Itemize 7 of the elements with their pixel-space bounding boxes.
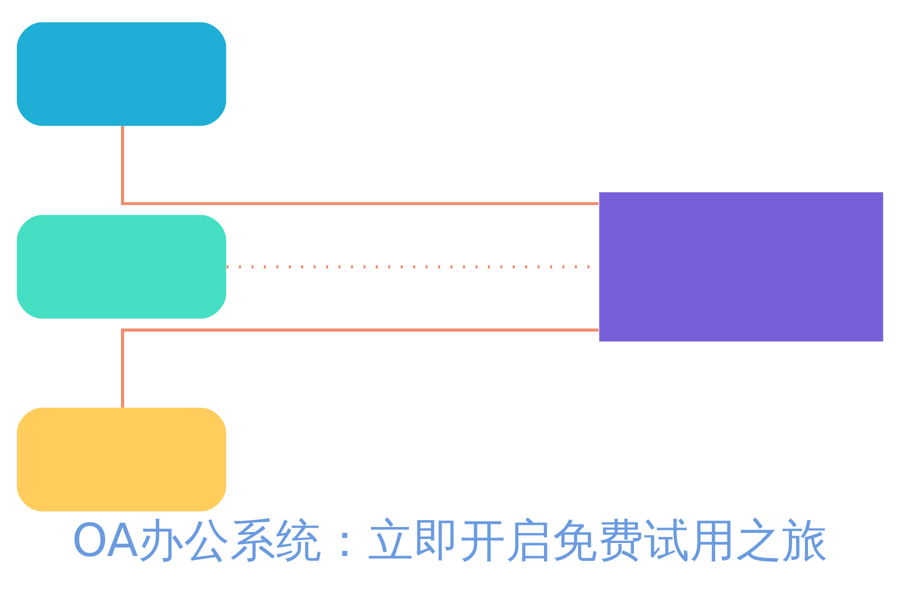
node-box <box>16 408 226 512</box>
node-box <box>16 22 226 126</box>
connector <box>121 328 598 408</box>
connector <box>121 126 598 206</box>
caption: OA办公系统：立即开启免费试用之旅 <box>72 514 828 568</box>
node-box <box>599 192 884 342</box>
node-box <box>16 215 226 319</box>
